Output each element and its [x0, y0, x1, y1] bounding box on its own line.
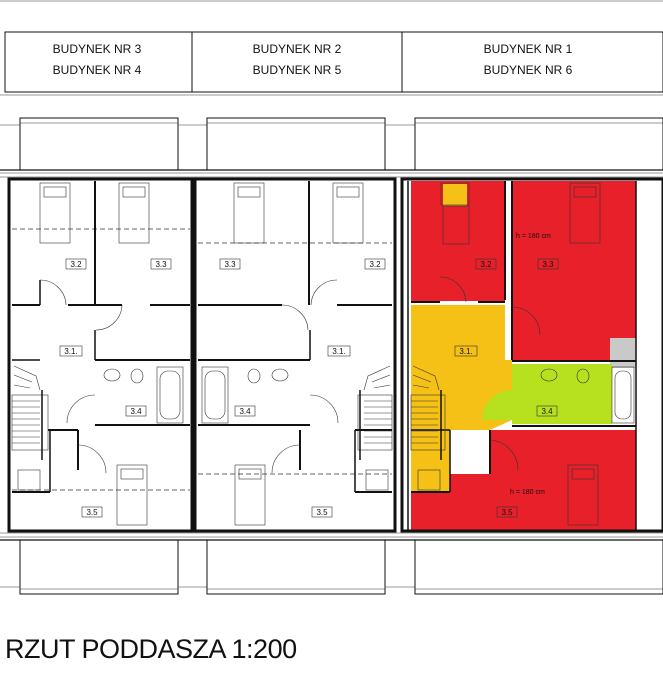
room-labels-right: 3.2 3.3 3.1. 3.4 3.5	[454, 258, 559, 518]
room-label: 3.3	[542, 260, 554, 269]
building-label-6: BUDYNEK NR 6	[484, 63, 573, 77]
room-labels-middle: 3.3 3.2 3.1. 3.4 3.5	[219, 258, 386, 518]
room-label: 3.5	[501, 508, 513, 517]
eaves-band-top	[0, 169, 663, 178]
unit-left	[7, 177, 194, 533]
roof-overhang-top	[0, 117, 663, 171]
room-label: 3.2	[480, 260, 492, 269]
bath-door-fill	[482, 390, 512, 420]
eaves-band-bottom	[0, 532, 663, 541]
ceiling-height-note-upper: h = 180 cm	[516, 233, 551, 240]
ceiling-height-note-lower: h = 180 cm	[510, 489, 545, 496]
building-header-table: BUDYNEK NR 3 BUDYNEK NR 4 BUDYNEK NR 2 B…	[4, 31, 663, 93]
room-label: 3.5	[316, 508, 328, 517]
roof-overhang-bottom	[0, 539, 663, 595]
building-label-4: BUDYNEK NR 4	[53, 63, 142, 77]
room-label: 3.5	[86, 508, 98, 517]
room-label: 3.2	[369, 260, 381, 269]
room-3-3-fill	[512, 181, 636, 361]
room-label: 3.4	[541, 407, 553, 416]
building-label-3: BUDYNEK NR 3	[53, 42, 142, 56]
building-label-5: BUDYNEK NR 5	[253, 63, 342, 77]
plan-title: RZUT PODDASZA 1:200	[5, 634, 297, 664]
room-label: 3.3	[224, 260, 236, 269]
unit-right-fills	[411, 181, 636, 530]
room-3-1-fill	[411, 305, 512, 492]
unit-right	[400, 177, 663, 533]
room-label: 3.3	[155, 260, 167, 269]
room-label: 3.4	[130, 407, 142, 416]
room-labels-left: 3.2 3.3 3.1. 3.4 3.5	[59, 258, 172, 518]
wardrobe-fill	[443, 184, 467, 206]
unit-middle	[193, 177, 397, 533]
shaft-fill	[610, 338, 636, 368]
room-3-5-fill	[411, 430, 636, 530]
room-label: 3.1.	[64, 347, 77, 356]
room-label: 3.2	[70, 260, 82, 269]
building-label-1: BUDYNEK NR 1	[484, 42, 573, 56]
room-3-4-fill	[512, 364, 612, 424]
room-label: 3.1.	[332, 347, 345, 356]
room-label: 3.4	[239, 407, 251, 416]
building-label-2: BUDYNEK NR 2	[253, 42, 342, 56]
room-label: 3.1.	[459, 347, 472, 356]
